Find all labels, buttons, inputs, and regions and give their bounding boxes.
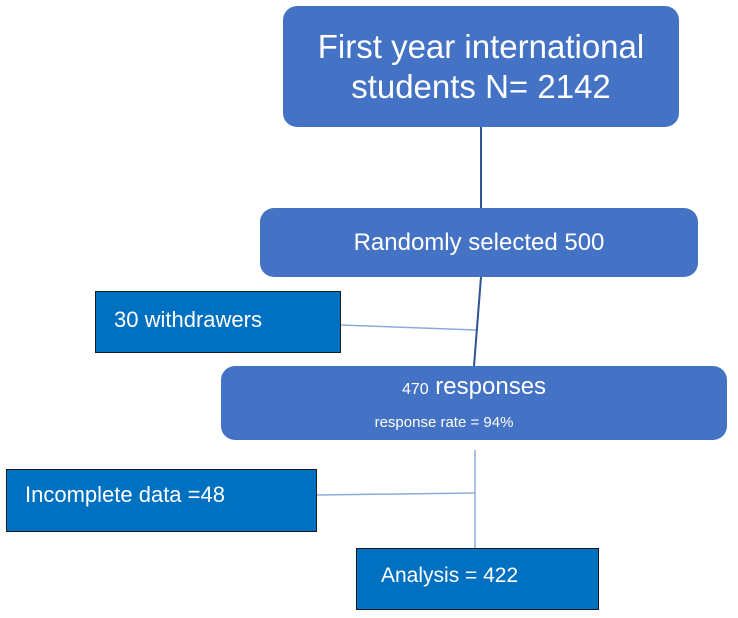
withdrawers-label: 30 withdrawers	[114, 307, 262, 332]
incomplete-label: Incomplete data =48	[25, 481, 225, 507]
population-box: First year international students N= 214…	[283, 6, 679, 127]
connector-incomplete-branch	[316, 492, 476, 496]
population-line1: First year international	[317, 27, 645, 65]
analysis-box: Analysis = 422	[356, 548, 599, 610]
responses-count: 470	[401, 381, 429, 398]
withdrawers-box: 30 withdrawers	[95, 291, 341, 353]
analysis-label: Analysis = 422	[381, 564, 519, 587]
responses-box: 470 responses response rate = 94%	[221, 366, 727, 440]
responses-heading: 470 responses	[402, 372, 546, 405]
population-line2: students N= 2142	[351, 67, 611, 105]
selected-label: Randomly selected 500	[353, 228, 605, 256]
selected-box: Randomly selected 500	[260, 208, 698, 277]
responses-label: responses	[428, 373, 547, 400]
incomplete-box: Incomplete data =48	[6, 469, 317, 532]
connector-selected-to-responses	[473, 276, 482, 367]
response-rate: response rate = 94%	[374, 414, 514, 431]
connector-withdrawers-branch	[340, 324, 477, 331]
